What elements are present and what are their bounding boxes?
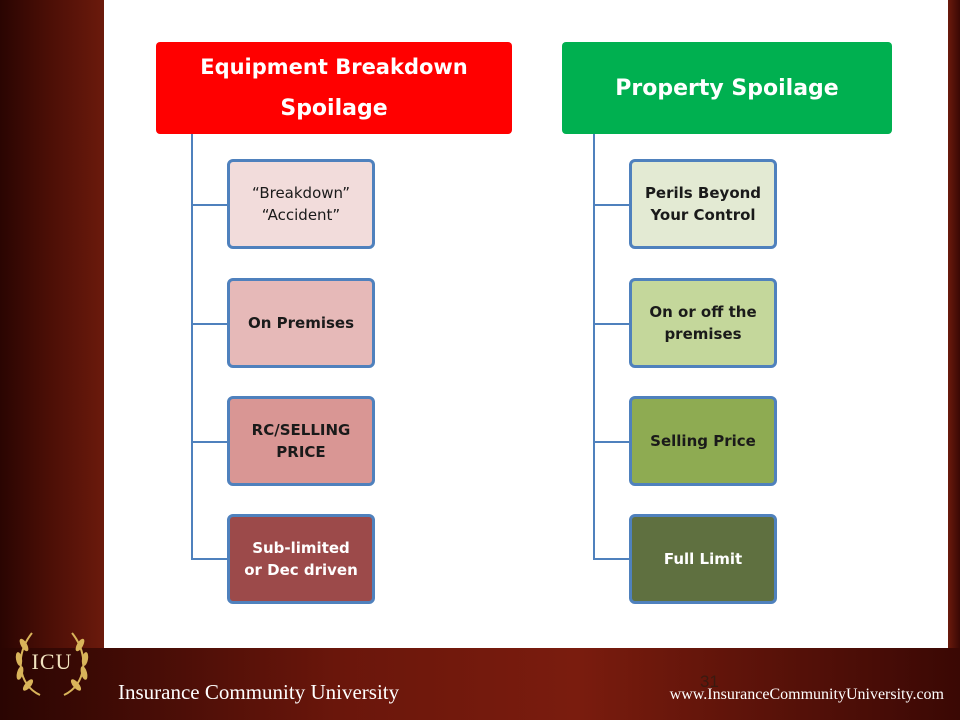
right-vertical-connector — [593, 134, 595, 560]
left-decorative-strip — [0, 0, 104, 648]
property-spoilage-header-label: Property Spoilage — [615, 75, 839, 101]
right-node-4-line-1: Full Limit — [663, 550, 743, 568]
equipment-breakdown-header-line-1: Equipment Breakdown — [200, 55, 468, 79]
right-branch-connector-4 — [593, 558, 629, 560]
laurel-wreath-icon — [15, 632, 89, 696]
left-branch-connector-3 — [191, 441, 227, 443]
right-decorative-strip — [948, 0, 960, 648]
website-url: www.InsuranceCommunityUniversity.com — [669, 686, 944, 703]
page-number: 31 — [700, 672, 719, 691]
left-node-4-line-1: Sub-limited — [252, 539, 350, 557]
left-node-1-line-2: “Accident” — [261, 206, 341, 224]
right-node-3-line-1: Selling Price — [650, 432, 756, 450]
right-node-2-line-1: On or off the — [649, 303, 757, 321]
left-node-4-line-2: or Dec driven — [244, 561, 358, 579]
left-node-sub-limited: Sub-limited or Dec driven — [227, 514, 375, 604]
icu-logo: ICU — [10, 625, 94, 701]
left-branch-connector-2 — [191, 323, 227, 325]
organization-name: Insurance Community University — [118, 680, 400, 704]
right-branch-connector-3 — [593, 441, 629, 443]
right-node-selling-price: Selling Price — [629, 396, 777, 486]
left-node-3-line-2: PRICE — [276, 443, 326, 461]
left-branch-connector-4 — [191, 558, 227, 560]
right-node-on-or-off-premises: On or off the premises — [629, 278, 777, 368]
left-node-breakdown-accident: “Breakdown” “Accident” — [227, 159, 375, 249]
property-spoilage-header: Property Spoilage — [562, 42, 892, 134]
left-node-rc-selling-price: RC/SELLING PRICE — [227, 396, 375, 486]
right-node-2-line-2: premises — [664, 325, 742, 343]
logo-text: ICU — [31, 649, 73, 674]
left-vertical-connector — [191, 134, 193, 560]
left-node-on-premises: On Premises — [227, 278, 375, 368]
right-branch-connector-1 — [593, 204, 629, 206]
equipment-breakdown-header: Equipment Breakdown Spoilage — [156, 42, 512, 134]
right-node-1-line-1: Perils Beyond — [644, 184, 762, 202]
footer-bar — [0, 648, 960, 720]
left-node-1-line-1: “Breakdown” — [252, 184, 350, 202]
left-branch-connector-1 — [191, 204, 227, 206]
left-node-3-line-1: RC/SELLING — [251, 421, 351, 439]
right-node-perils-beyond-control: Perils Beyond Your Control — [629, 159, 777, 249]
right-branch-connector-2 — [593, 323, 629, 325]
right-node-1-line-2: Your Control — [650, 206, 756, 224]
right-node-full-limit: Full Limit — [629, 514, 777, 604]
left-node-2-line-1: On Premises — [247, 314, 355, 332]
equipment-breakdown-header-line-2: Spoilage — [280, 96, 388, 121]
